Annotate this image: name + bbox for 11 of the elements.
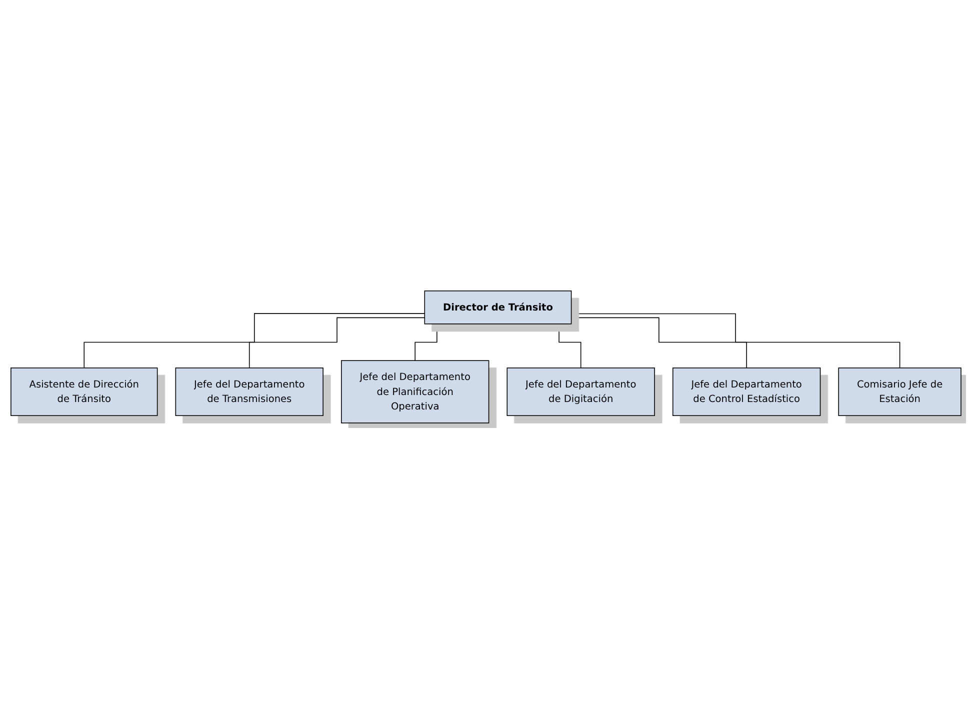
node-box: Jefe del Departamento de Transmisiones — [175, 368, 324, 416]
node-box: Asistente de Dirección de Tránsito — [10, 368, 158, 416]
node-box: Jefe del Departamento de Control Estadístico — [672, 368, 821, 416]
connector — [84, 313, 426, 368]
connector — [570, 317, 747, 368]
connector — [249, 317, 426, 368]
node-box: Jefe del Departamento de Digitación — [506, 368, 655, 416]
node-box: Jefe del Departamento de Planificación Operativa — [341, 360, 490, 424]
connector — [570, 313, 900, 368]
node-box: Director de Tránsito — [424, 290, 572, 324]
node-box: Comisario Jefe de Estación — [838, 368, 962, 416]
